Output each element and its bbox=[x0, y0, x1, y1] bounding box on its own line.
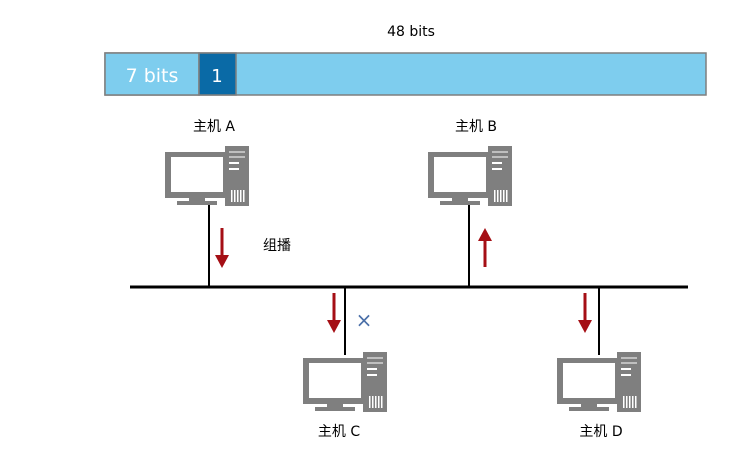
host-b-computer-icon bbox=[428, 146, 512, 206]
host-b-arrow-up-icon bbox=[478, 228, 492, 241]
blocked-mark-icon: × bbox=[356, 308, 373, 332]
host-c-arrow-down-icon bbox=[327, 320, 341, 333]
host-c-label: 主机 C bbox=[318, 424, 360, 440]
host-d-arrow-down-icon bbox=[578, 320, 592, 333]
first-segment-block bbox=[104, 52, 200, 96]
host-d-label: 主机 D bbox=[579, 424, 622, 440]
multicast-bit-block bbox=[198, 52, 237, 96]
host-b-label: 主机 B bbox=[455, 119, 497, 135]
host-c-computer-icon bbox=[303, 352, 387, 412]
host-a-label: 主机 A bbox=[193, 119, 235, 135]
multicast-bit-label: 1 bbox=[211, 66, 222, 87]
host-a-computer-icon bbox=[165, 146, 249, 206]
multicast-label: 组播 bbox=[263, 238, 291, 254]
host-d-computer-icon bbox=[557, 352, 641, 412]
host-a-arrow-down-icon bbox=[215, 255, 229, 268]
total-bits-label: 48 bits bbox=[387, 24, 435, 40]
first-segment-label: 7 bits bbox=[126, 65, 179, 87]
